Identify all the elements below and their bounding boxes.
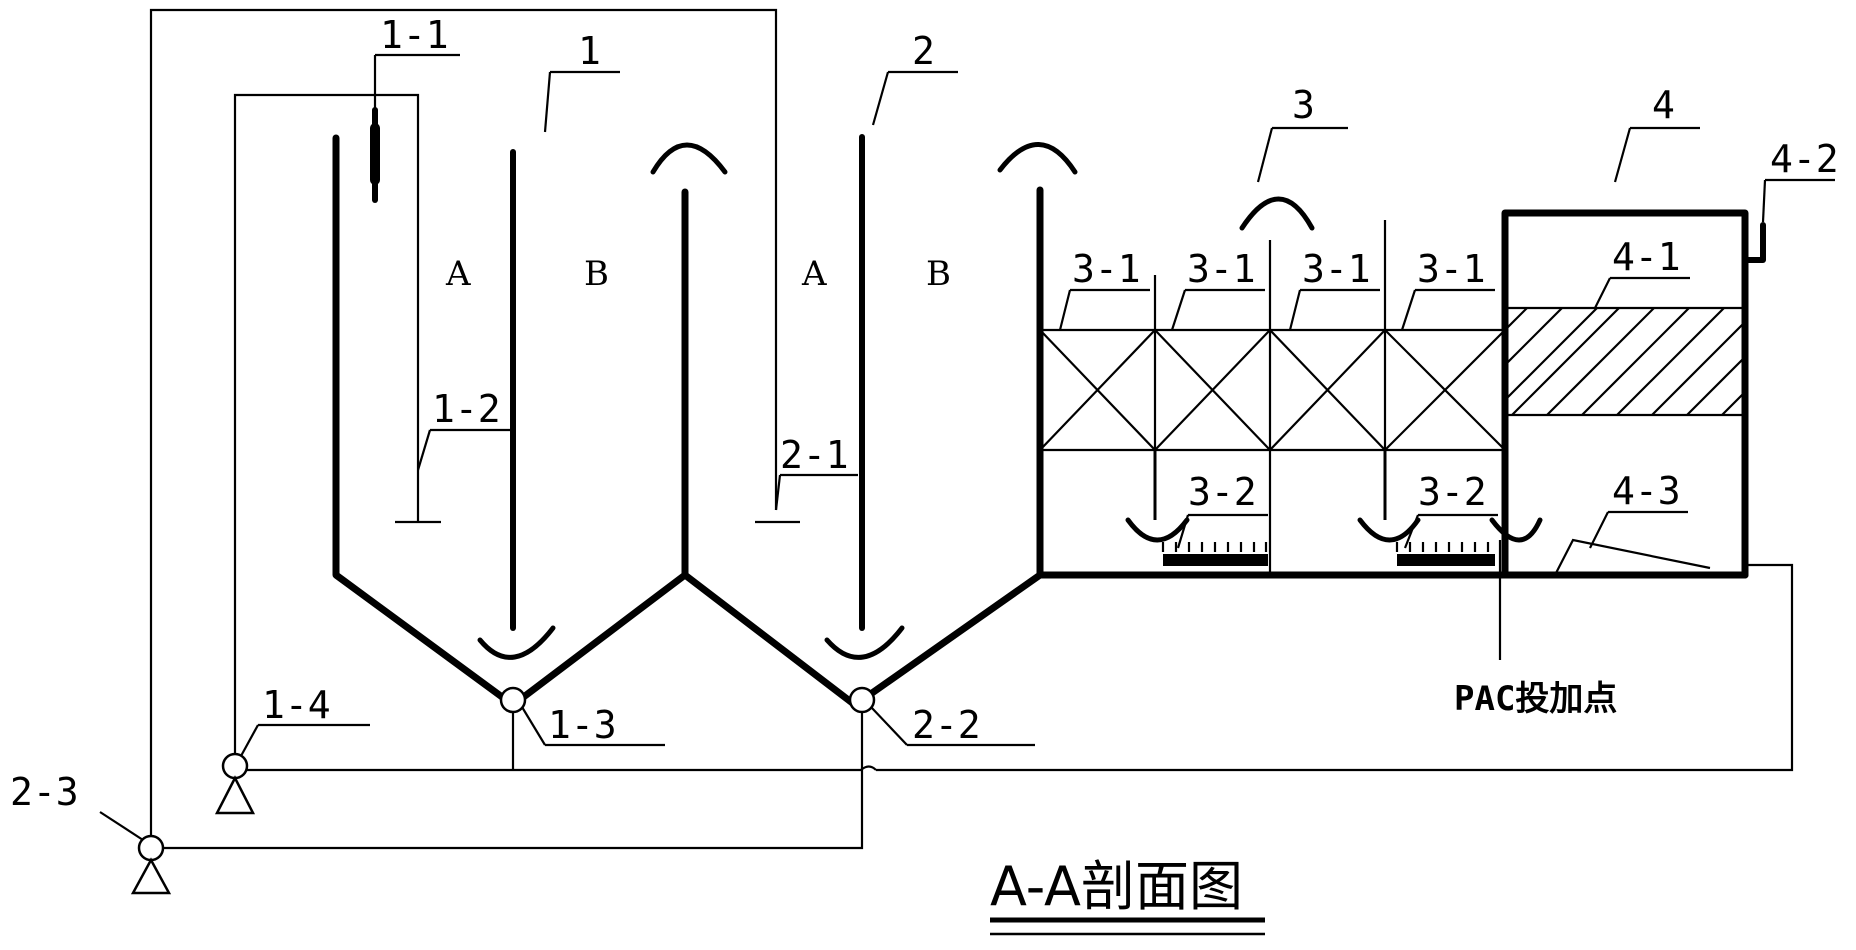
pac-dosing-point-label: PAC投加点 [1454,679,1617,719]
flow-arrows [477,142,1543,660]
label-2: 2 [912,29,935,73]
label-1: 1 [578,29,601,73]
label-2-1: 2-1 [780,433,849,477]
zone-label-1a: A [445,254,471,294]
section-title-text: A-A剖面图 [990,855,1243,918]
label-1-4: 1-4 [262,683,331,727]
zone-label-2b: B [926,254,951,294]
label-4-1: 4-1 [1612,235,1681,279]
callout-labels: 1 2 3 4 1-1 1-2 1-3 1-4 2-1 2-2 2-3 3-1 … [10,13,1839,814]
label-1-2: 1-2 [432,387,501,431]
label-1-1: 1-1 [380,13,449,57]
pump-1-4 [214,752,256,815]
aerator-strip-right [1397,554,1495,566]
label-2-3: 2-3 [10,770,79,814]
valve-1-3 [499,686,527,714]
label-3-1-a: 3-1 [1072,247,1141,291]
label-1-3: 1-3 [548,703,617,747]
label-3-1-d: 3-1 [1417,247,1486,291]
settling-and-filter-tanks [1036,209,1766,579]
valve-2-2 [848,686,876,714]
valves-and-pumps [130,686,876,895]
label-3: 3 [1292,83,1315,127]
piping [149,8,1794,850]
section-title: A-A剖面图 [990,855,1265,936]
zone-label-1b: B [584,254,609,294]
label-2-2: 2-2 [912,703,981,747]
pump-2-3 [130,834,172,895]
label-3-2-a: 3-2 [1188,470,1257,514]
label-3-1-c: 3-1 [1302,247,1371,291]
label-3-2-b: 3-2 [1418,470,1487,514]
label-3-1-b: 3-1 [1187,247,1256,291]
label-4: 4 [1652,83,1675,127]
label-4-2: 4-2 [1770,137,1839,181]
filter-media-hatch [1504,307,1746,416]
zone-label-2a: A [801,254,827,294]
leader-lines [99,53,1835,841]
zone-labels: A B A B [445,254,951,294]
aerator-strip-left [1163,554,1268,566]
label-4-3: 4-3 [1612,469,1681,513]
